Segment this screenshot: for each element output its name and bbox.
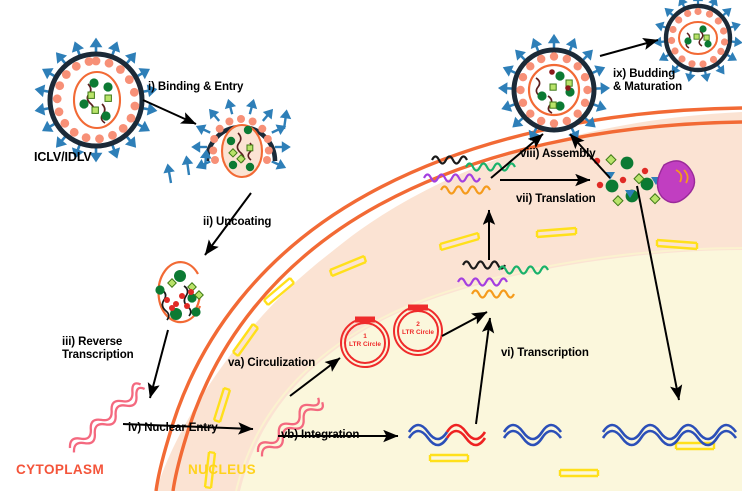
nuclear-pore-icon — [212, 386, 232, 424]
step-label-ii: ii) Uncoating — [203, 216, 272, 228]
nuclear-pore-icon — [438, 231, 481, 252]
envelope-glycoprotein-spike-icon — [497, 33, 611, 141]
step-label-va: va) Circulization — [228, 357, 316, 369]
arrow-icon-assembly-left — [490, 133, 544, 179]
step-label-i: i) Binding & Entry — [148, 81, 244, 93]
2-ltr-circle — [393, 304, 443, 356]
nucleus-fill — [240, 250, 742, 491]
matrix-layer — [668, 7, 729, 68]
ltr-circle-1-number: 1 — [363, 333, 367, 340]
arrow-icon-budding — [599, 37, 659, 57]
1-ltr-circle — [340, 316, 390, 368]
arrow-icon-reverse-transcription — [147, 329, 169, 399]
mature-virion — [653, 0, 742, 83]
nuclear-pore-icon — [558, 468, 600, 478]
translated-proteins — [593, 154, 696, 207]
ltr-circle-1-label: 1 LTR Circle — [341, 333, 389, 349]
mrna-group-cytoplasm — [423, 155, 516, 195]
viral-genome-and-proteins — [684, 25, 712, 49]
nucleus — [203, 226, 742, 491]
mrna-strand-icon-purple — [457, 277, 508, 287]
step-label-iv: iv) Nuclear Entry — [128, 422, 218, 434]
mrna-strand-icon-green — [465, 162, 516, 172]
step-label-vb: vb) Integration — [281, 429, 360, 441]
arrow-icon-assembly-right — [569, 133, 611, 179]
mrna-strand-icon-purple — [423, 173, 481, 183]
host-dna-right — [601, 423, 738, 447]
cytoplasm-label: CYTOPLASM — [16, 462, 105, 477]
integrated-provirus — [407, 423, 738, 447]
ltr-circle-2-text: LTR Circle — [401, 329, 435, 336]
mrna-strand-icon-black — [431, 155, 468, 165]
arrow-icon-transcription-from-circle — [441, 311, 488, 337]
budding-virion — [497, 33, 611, 141]
arrow-icon-transcription-from-dna — [475, 317, 495, 425]
envelope-glycoprotein-spike-icon — [34, 37, 158, 163]
step-label-viii: viii) Assembly — [520, 148, 596, 160]
viral-genome-and-proteins — [79, 78, 113, 124]
uncoating-capsid — [155, 261, 204, 324]
viral-genome-and-proteins — [535, 69, 575, 114]
mrna-strand-icon-orange — [471, 289, 515, 299]
step-label-vii: vii) Translation — [516, 193, 596, 205]
nuclear-pore-icon — [674, 441, 716, 451]
dna-double-helix-icon — [256, 397, 324, 457]
entering-virion — [163, 98, 292, 184]
free-virion — [34, 37, 158, 163]
viral-genome-and-proteins — [226, 125, 255, 172]
free-spike-group — [163, 109, 292, 184]
step-label-iii: iii) Reverse Transcription — [62, 336, 134, 361]
capsid-icon — [72, 70, 122, 130]
provirus-segment — [445, 423, 487, 447]
dna-double-helix-icon — [68, 382, 146, 453]
matrix-layer — [209, 115, 273, 164]
nuclear-pore-group — [203, 226, 716, 490]
ltr-circle-2-number: 2 — [416, 321, 420, 328]
arrow-icon-golgi-trafficking — [636, 185, 683, 401]
step-label-ix: ix) Budding & Maturation — [613, 68, 683, 93]
matrix-layer — [52, 56, 140, 144]
envelope-glycoprotein-spike-icon — [191, 98, 291, 170]
nuclear-envelope-line — [235, 247, 742, 491]
viral-cdna-group — [68, 382, 324, 457]
ltr-circle-2-label: 2 LTR Circle — [394, 321, 442, 337]
nuclear-pore-icon — [655, 238, 699, 251]
nuclear-pore-icon — [535, 226, 578, 239]
plasma-membrane-outer — [154, 106, 742, 491]
mrna-strand-icon-black — [462, 260, 506, 270]
nuclear-pore-icon — [232, 323, 259, 357]
nuclear-pore-icon — [263, 277, 295, 306]
nucleus-label: NUCLEUS — [188, 462, 257, 477]
nuclear-pore-icon — [328, 254, 368, 278]
mrna-group — [457, 260, 549, 299]
ltr-circle-1-text: LTR Circle — [348, 341, 382, 348]
arrow-group — [122, 37, 683, 443]
capsid-icon — [220, 123, 264, 179]
reverse-transcription-complex — [155, 270, 204, 321]
arrow-icon-uncoating — [204, 192, 252, 256]
mrna-strand-icon-green — [498, 265, 549, 275]
arrow-icon-nuclear-entry — [122, 422, 254, 435]
nuclear-pore-icon — [203, 450, 217, 490]
nuclear-pore-icon — [428, 453, 470, 463]
free-virion-label: ICLV/IDLV — [34, 150, 92, 164]
step-label-vi: vi) Transcription — [501, 347, 589, 359]
arrow-icon-circulization — [289, 357, 341, 397]
matrix-layer — [516, 52, 592, 128]
plasma-membrane-inner — [171, 120, 742, 491]
ltr-circle-group — [340, 304, 443, 368]
arrow-icon-binding-entry — [142, 99, 197, 125]
mrna-strand-icon-orange — [440, 185, 491, 195]
capsid-icon-broken — [157, 261, 202, 324]
